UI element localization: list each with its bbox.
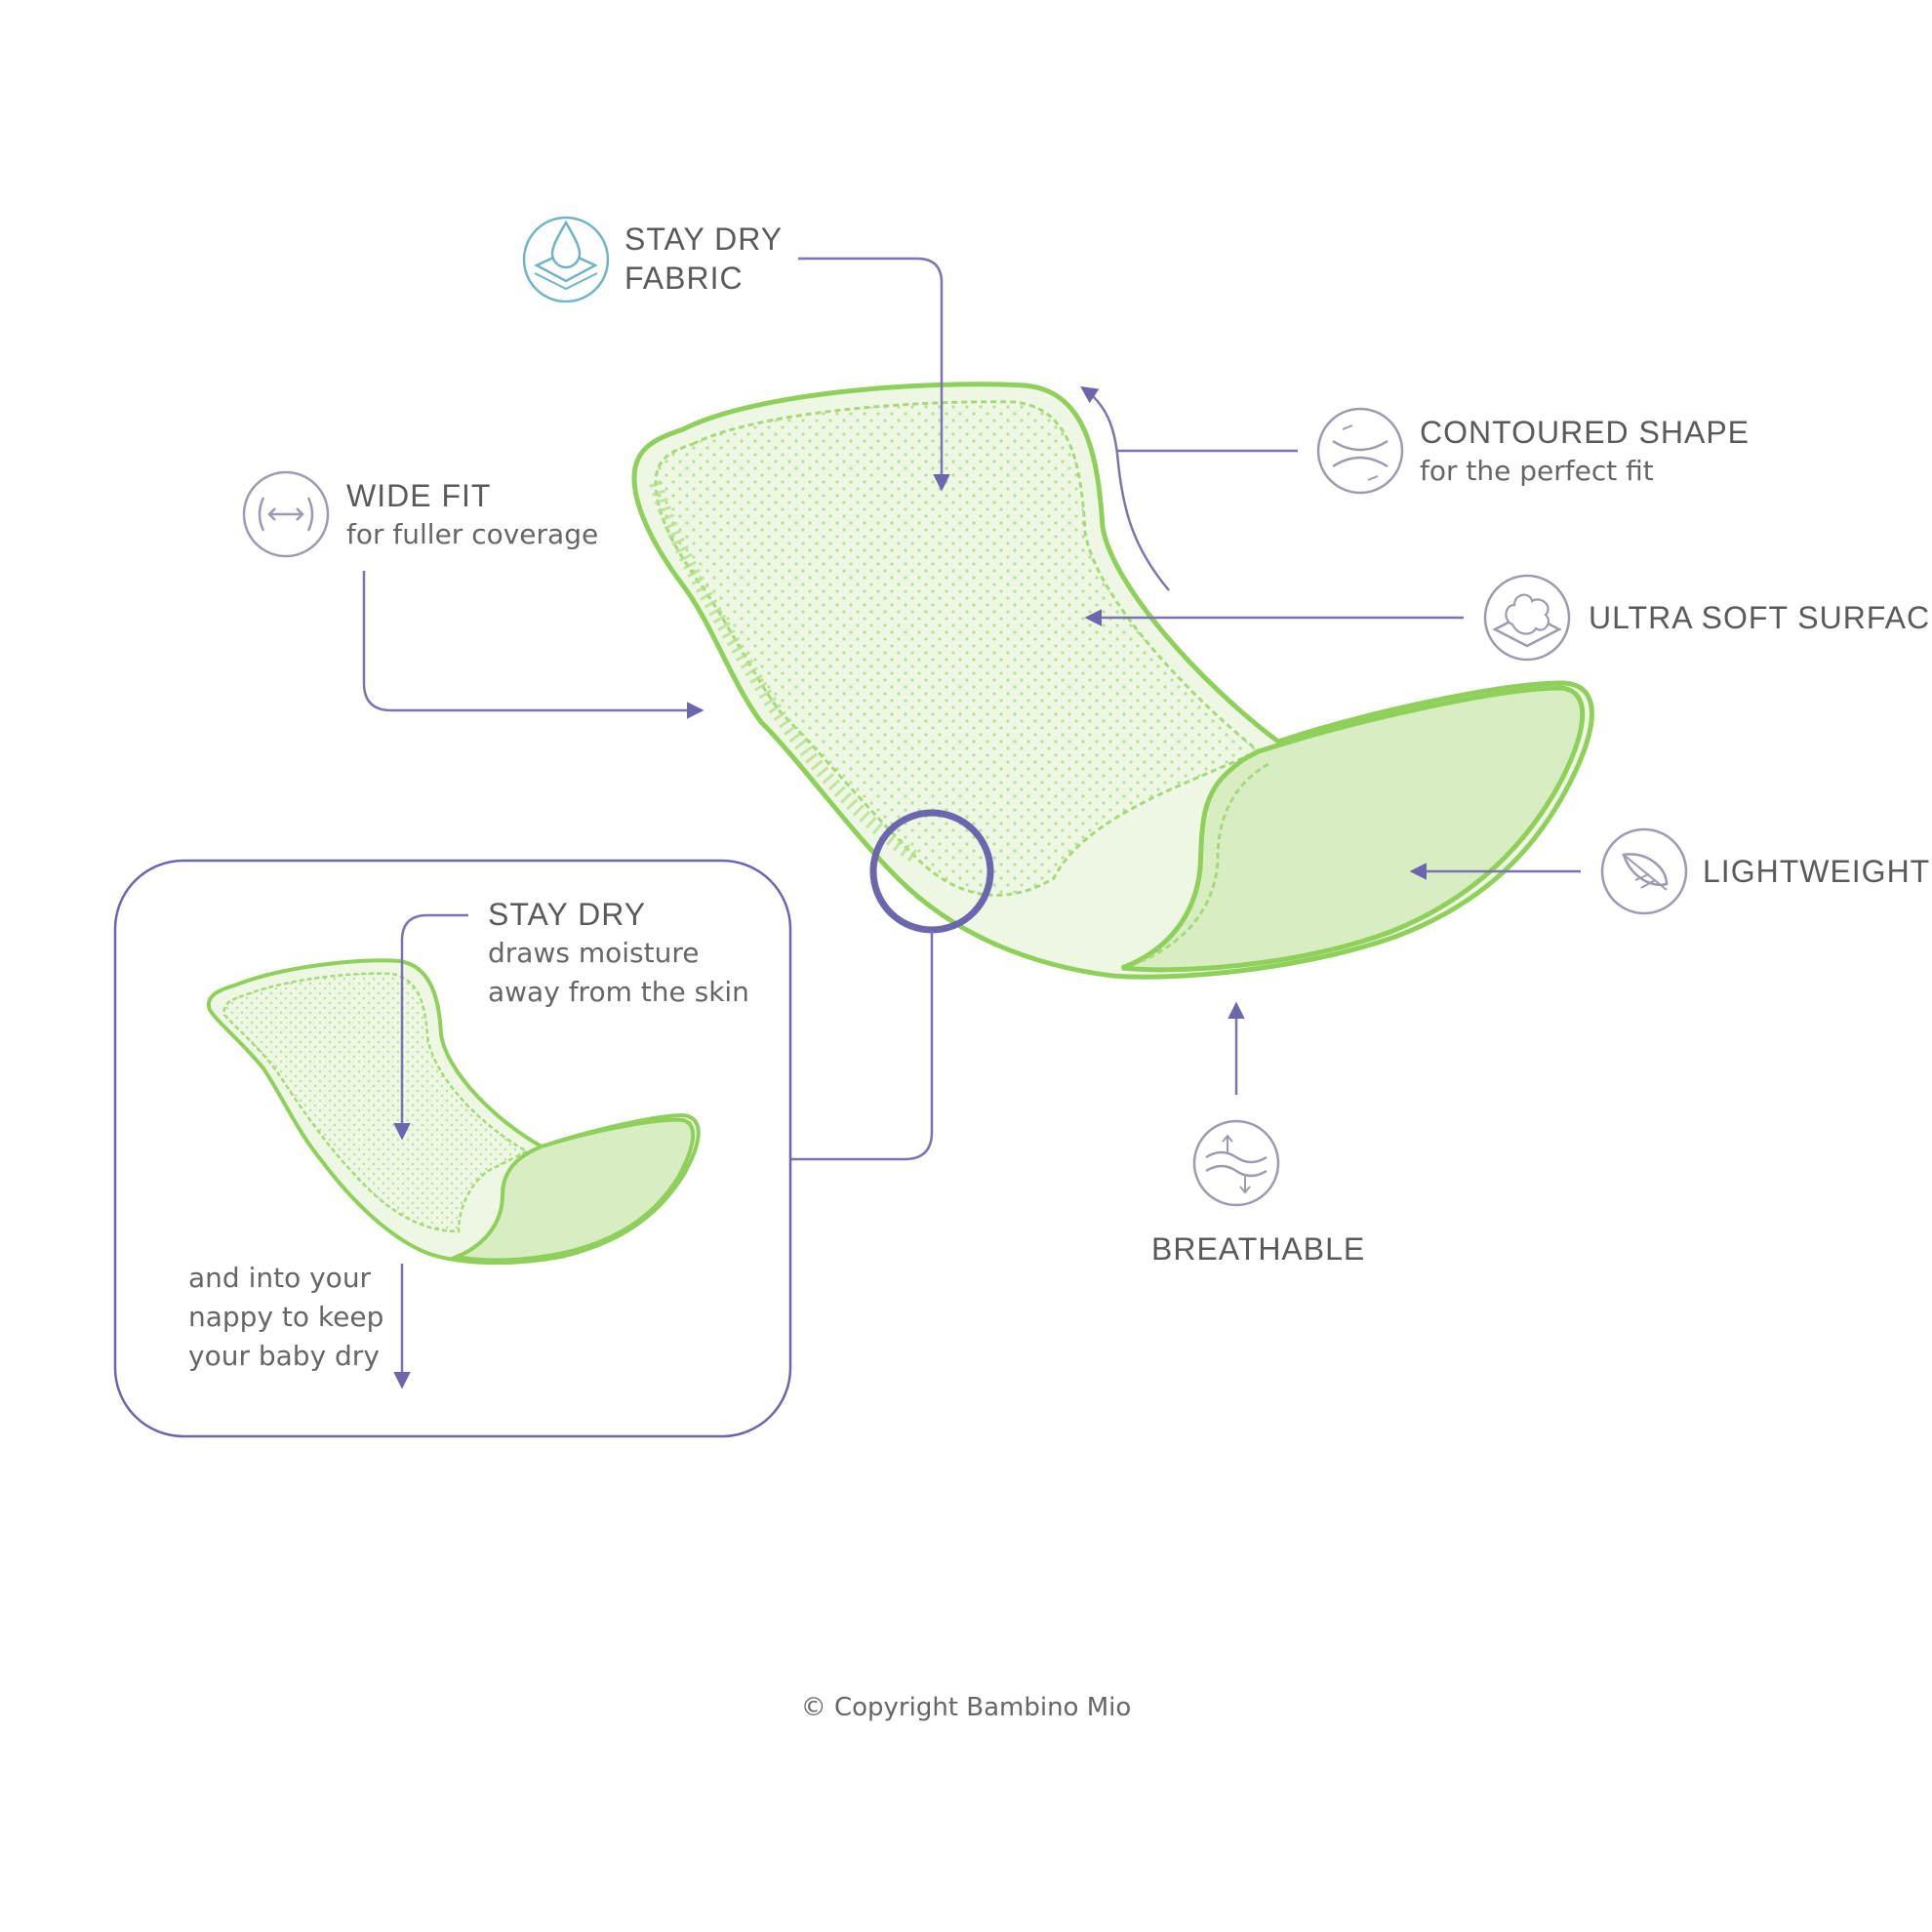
horizontal-arrows-icon [242, 470, 330, 558]
lightweight-label: LIGHTWEIGHT [1703, 852, 1930, 891]
inset-bottom-line2: nappy to keep [188, 1301, 384, 1333]
inset-bottom-line1: and into your [188, 1262, 372, 1294]
breathable-label: BREATHABLE [1151, 1229, 1365, 1268]
wide-fit-subtitle: for fuller coverage [346, 518, 599, 550]
inset-stay-dry-label: STAY DRY draws moisture away from the sk… [488, 895, 749, 1012]
ultra-soft-surface-label: ULTRA SOFT SURFACE [1589, 598, 1932, 637]
inset-line2: away from the skin [488, 976, 749, 1008]
wide-fit-label: WIDE FIT for fuller coverage [346, 476, 598, 554]
contoured-shape-label: CONTOURED SHAPE for the perfect fit [1420, 413, 1750, 491]
magnifier-link-line [790, 930, 934, 1161]
droplet-icon [522, 216, 610, 303]
contoured-shape-title: CONTOURED SHAPE [1420, 415, 1751, 450]
inset-title: STAY DRY [488, 897, 647, 932]
stay-dry-fabric-line1: STAY DRY [624, 221, 784, 257]
contoured-shape-curve-arrow [1080, 386, 1170, 591]
main-liner-illustration [631, 382, 1594, 980]
inset-top-arrow [393, 913, 468, 1141]
inset-bottom-line3: your baby dry [188, 1340, 380, 1372]
stay-dry-fabric-line2: FABRIC [624, 261, 744, 296]
contoured-shape-subtitle: for the perfect fit [1420, 455, 1654, 487]
inset-line1: draws moisture [488, 937, 700, 969]
stay-dry-fabric-label: STAY DRY FABRIC [624, 220, 783, 298]
inset-liner-illustration [206, 958, 701, 1266]
ultra-soft-surface-title: ULTRA SOFT SURFACE [1589, 600, 1932, 635]
contour-arrows-icon [1316, 407, 1404, 495]
airflow-icon [1192, 1119, 1280, 1207]
lightweight-title: LIGHTWEIGHT [1703, 854, 1931, 889]
liner-side-strip [649, 481, 921, 865]
cotton-icon [1483, 574, 1571, 662]
liner-rear-wing [1121, 685, 1586, 973]
stay-dry-fabric-callout-line [798, 257, 950, 492]
feather-icon [1600, 827, 1688, 915]
inset-bottom-label: and into your nappy to keep your baby dr… [188, 1259, 383, 1376]
breathable-title: BREATHABLE [1151, 1231, 1366, 1267]
wide-fit-callout-line [362, 571, 704, 719]
copyright-text: © Copyright Bambino Mio [800, 1693, 1132, 1722]
wide-fit-title: WIDE FIT [346, 478, 492, 513]
